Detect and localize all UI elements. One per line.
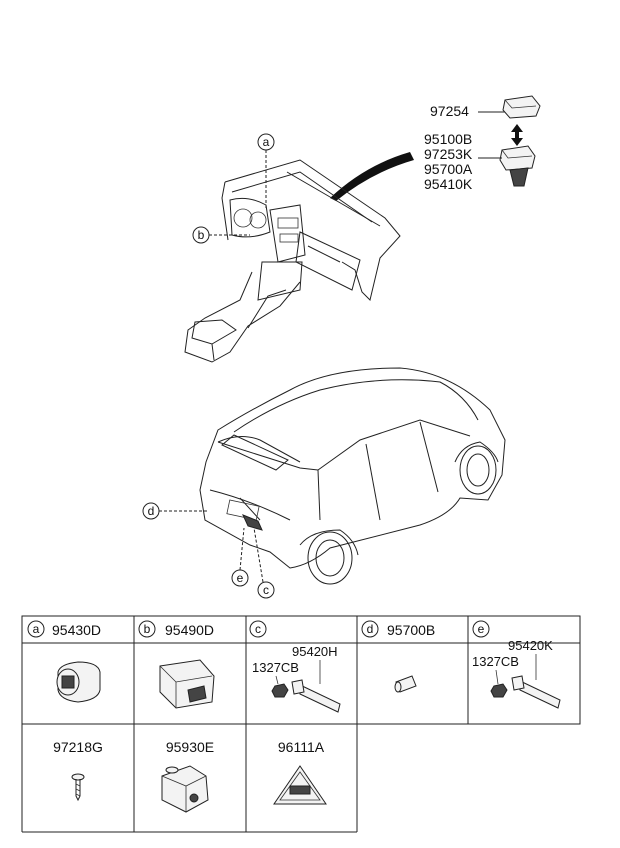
table-cell-a: a 95430D [27,620,101,703]
part-label-1327CB-e: 1327CB [472,654,519,669]
part-label-95700A: 95700A [424,161,473,177]
table-cell-97218G: 97218G [53,739,103,802]
part-label-95700B: 95700B [387,622,435,638]
svg-text:b: b [198,228,205,242]
svg-text:d: d [148,504,155,518]
svg-text:c: c [263,583,269,597]
callout-b: b [192,226,250,244]
table-cell-b: b 95490D [138,620,215,709]
part-label-97218G: 97218G [53,739,103,755]
svg-text:a: a [263,135,270,149]
part-label-96111A: 96111A [278,739,325,755]
part-label-95490D: 95490D [165,622,214,638]
part-label-95410K: 95410K [424,176,473,192]
switch-round-icon [56,661,101,703]
nut-icon [271,683,289,698]
callout-e: e [231,527,249,587]
nut-icon [490,683,508,698]
table-cell-96111A: 96111A [273,739,327,805]
screw-icon [71,773,85,802]
table-cell-d: d 95700B [361,620,435,693]
part-label-1327CB-c: 1327CB [252,660,299,675]
part-label-95930E: 95930E [166,739,214,755]
part-label-95100B: 95100B [424,131,472,147]
svg-text:c: c [255,622,261,636]
svg-text:d: d [367,622,374,636]
svg-text:e: e [478,622,485,636]
part-label-97254: 97254 [430,103,469,119]
svg-text:e: e [237,571,244,585]
warning-label-icon [273,765,327,805]
part-label-95430D: 95430D [52,622,101,638]
parts-table [21,615,581,833]
car-illustration [199,367,506,585]
callout-d: d [142,502,208,520]
part-label-95420K: 95420K [508,638,553,653]
callout-c: c [253,527,275,599]
switch-block-icon [159,659,215,709]
sensor-icon [394,675,417,693]
svg-text:b: b [144,622,151,636]
switch-part-lower [499,145,536,187]
dashboard-illustration [184,159,401,363]
part-label-97253K: 97253K [424,146,473,162]
switch-housing-icon [161,765,209,813]
part-label-95420H: 95420H [292,644,338,659]
bracket-icon [511,675,561,709]
table-cell-c: c 95420H 1327CB [249,620,341,713]
pointer-arrow-icon [330,152,414,201]
bracket-icon [291,679,341,713]
svg-text:a: a [33,622,40,636]
double-arrow-icon [511,124,523,146]
table-cell-e: e 95420K 1327CB [472,620,561,709]
switch-part-upper [502,95,541,119]
callout-a: a [257,133,275,210]
table-cell-95930E: 95930E [161,739,214,813]
